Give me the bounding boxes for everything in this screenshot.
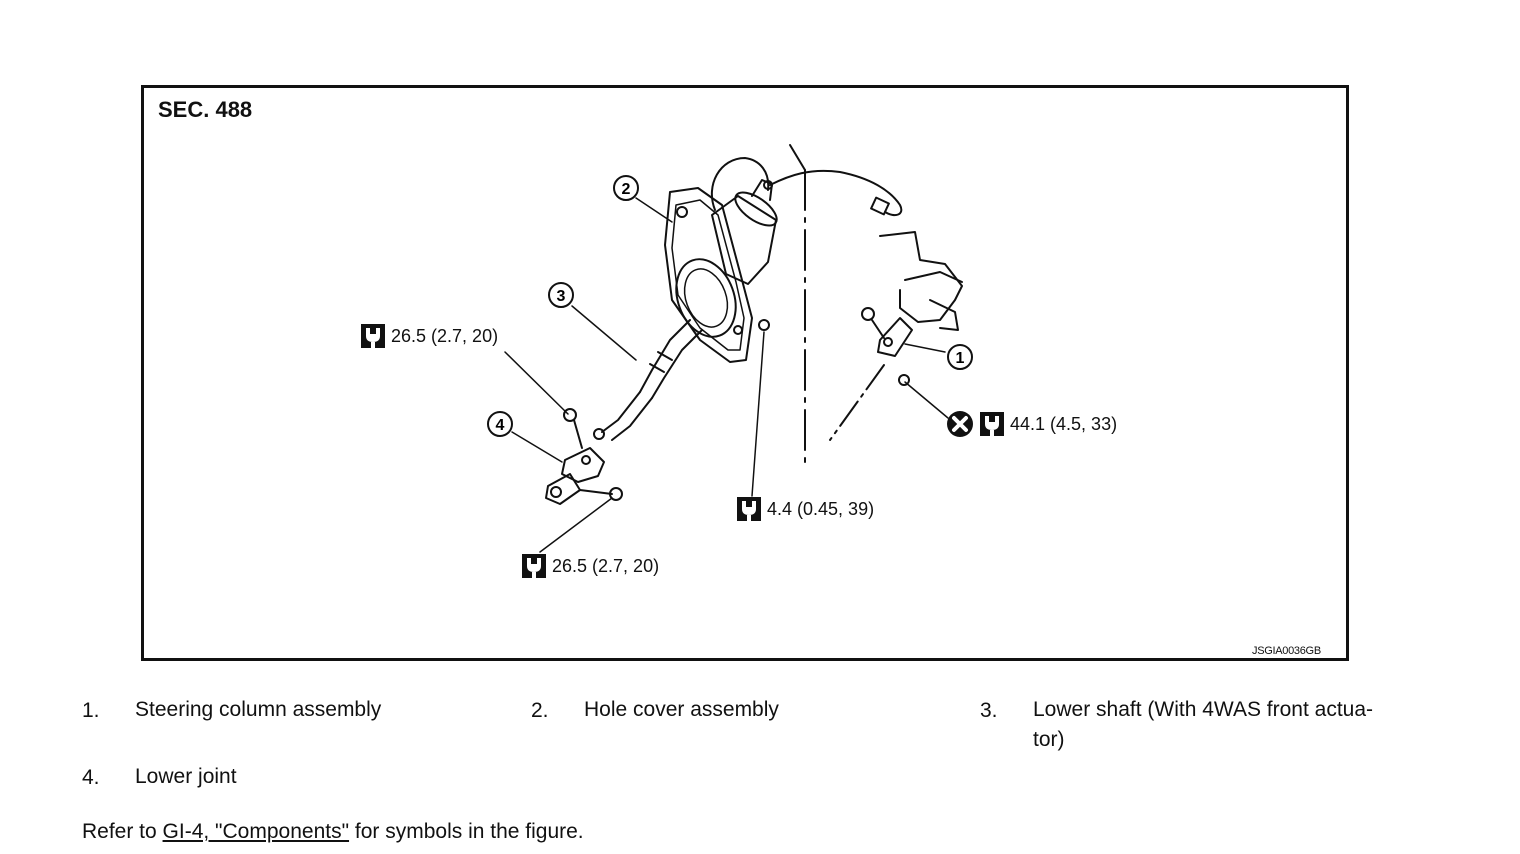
legend-number: 4. [82, 766, 100, 789]
torque-value: 26.5 (2.7, 20) [552, 555, 660, 576]
hole-cover-nut [758, 319, 770, 331]
connector-clip [870, 196, 890, 216]
dash-panel-line [789, 144, 806, 471]
torque-spec-steering-column: 44.1 (4.5, 33) [946, 410, 1117, 438]
always-replace-icon [947, 411, 973, 437]
torque-value: 26.5 (2.7, 20) [391, 325, 499, 346]
svg-text:1: 1 [956, 350, 965, 367]
svg-text:3: 3 [557, 288, 566, 305]
callout-2: 2 [613, 175, 639, 201]
torque-value: 4.4 (0.45, 39) [767, 498, 875, 519]
legend-number: 3. [980, 699, 998, 722]
callout-1: 1 [947, 344, 973, 370]
legend-number: 1. [82, 699, 100, 722]
leader-lines [504, 197, 949, 553]
svg-text:2: 2 [622, 181, 631, 198]
torque-spec-lower-joint-upper: 26.5 (2.7, 20) [361, 324, 498, 348]
torque-value: 44.1 (4.5, 33) [1010, 413, 1118, 434]
torque-wrench-icon [522, 554, 546, 578]
torque-wrench-icon [980, 412, 1004, 436]
callout-3: 3 [548, 282, 574, 308]
legend-label-lower-joint: Lower joint [135, 765, 237, 788]
torque-spec-hole-cover: 4.4 (0.45, 39) [737, 497, 874, 521]
footer-suffix: for symbols in the figure. [349, 820, 584, 843]
steering-column-assembly [829, 231, 963, 441]
lower-shaft [593, 319, 703, 441]
section-label: SEC. 488 [158, 97, 253, 122]
torque-wrench-icon [361, 324, 385, 348]
legend-label-hole-cover: Hole cover assembly [584, 698, 779, 721]
components-reference-link[interactable]: GI-4, "Components" [162, 820, 350, 843]
harness-loop [710, 157, 770, 211]
figure-id: JSGIA0036GB [1252, 645, 1321, 657]
harness-wire [769, 169, 903, 217]
actuator-body [711, 179, 778, 285]
legend-label-steering-column: Steering column assembly [135, 698, 382, 721]
torque-wrench-icon [737, 497, 761, 521]
footer-note: Refer to GI-4, "Components" for symbols … [82, 820, 584, 844]
lower-joint [545, 408, 623, 505]
hole-cover-assembly [664, 187, 753, 363]
legend-label-lower-shaft-cont: tor) [1033, 728, 1065, 751]
callout-4: 4 [487, 411, 513, 437]
legend-label-lower-shaft: Lower shaft (With 4WAS front actua- [1033, 698, 1374, 721]
footer-prefix: Refer to [82, 820, 163, 843]
legend-number: 2. [531, 699, 549, 722]
svg-text:4: 4 [496, 417, 505, 434]
torque-spec-lower-joint-lower: 26.5 (2.7, 20) [522, 554, 659, 578]
figure-frame [141, 85, 1349, 661]
